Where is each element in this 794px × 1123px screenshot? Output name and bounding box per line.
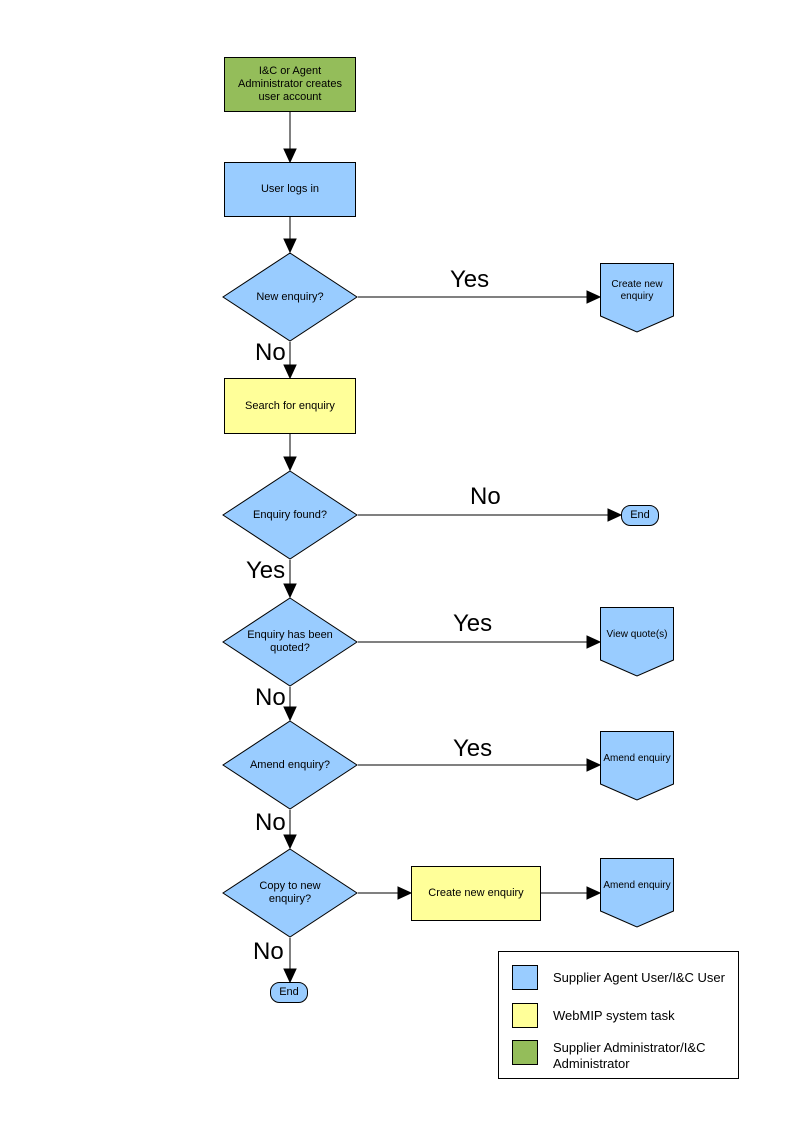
node-user-logs-in: User logs in [224,162,356,217]
edge-label-yes: Yes [453,735,493,762]
legend-label: Supplier Agent User/I&C User [553,969,725,985]
node-label: End [630,509,650,521]
node-label: End [279,986,299,998]
edge-label-no: No [470,483,501,510]
node-label: Create new enquiry [611,278,663,302]
arrowhead [283,968,297,984]
arrowhead [397,886,413,900]
node-label: Amend enquiry [603,752,671,764]
node-label: Amend enquiry [603,879,671,891]
diamond-shape [222,848,358,938]
legend-swatch-green [512,1040,538,1065]
arrowhead [586,758,602,772]
node-label: Search for enquiry [245,399,335,412]
arrowhead [586,886,602,900]
node-amend-enquiry-1: Amend enquiry [600,731,674,801]
pentagon-shape [600,607,674,677]
process-shape [224,162,356,217]
arrowhead [283,834,297,850]
arrowhead [283,456,297,472]
edge-label-no: No [253,938,284,965]
node-label: Copy to new enquiry? [259,880,321,905]
edge-label-yes: Yes [453,610,493,637]
node-label: View quote(s) [606,628,668,640]
arrowhead [283,148,297,164]
terminator-shape [270,982,308,1003]
pentagon-shape [600,731,674,801]
node-amend-enquiry-2: Amend enquiry [600,858,674,928]
node-admin-creates-account: I&C or Agent Administrator creates user … [224,57,356,112]
edge-label-no: No [255,684,286,711]
edge-label-no: No [255,809,286,836]
process-shape [224,57,356,112]
node-label: I&C or Agent Administrator creates user … [238,65,342,103]
diamond-shape [222,252,358,342]
legend-item-system: WebMIP system task [512,1003,730,1028]
edge-label-yes: Yes [246,557,286,584]
node-label: User logs in [260,183,320,195]
legend-label: WebMIP system task [553,1007,675,1023]
node-label: Create new enquiry [428,887,524,899]
node-create-new-enquiry-mid: Create new enquiry [411,866,541,921]
legend-swatch-blue [512,965,538,990]
legend-item-admin: Supplier Administrator/I&C Administrator [512,1040,730,1072]
edge-label-yes: Yes [450,266,490,293]
legend-swatch-yellow [512,1003,538,1028]
pentagon-shape [600,858,674,928]
legend-label: Supplier Administrator/I&C Administrator [553,1040,706,1071]
legend-item-user: Supplier Agent User/I&C User [512,965,730,990]
terminator-shape [621,505,659,526]
node-view-quotes: View quote(s) [600,607,674,677]
node-label: Amend enquiry? [249,758,331,771]
arrowhead [607,508,623,522]
diamond-shape [222,597,358,687]
node-label: New enquiry? [256,290,324,303]
process-shape [411,866,541,921]
node-end-right: End [621,505,659,526]
node-create-new-enquiry-top: Create new enquiry [600,263,674,333]
arrowhead [283,706,297,722]
node-label: Enquiry has been quoted? [247,629,333,654]
node-search-for-enquiry: Search for enquiry [224,378,356,434]
decision-new-enquiry: New enquiry? [222,252,358,342]
arrowhead [586,635,602,649]
decision-copy-to-new-enquiry: Copy to new enquiry? [222,848,358,938]
process-shape [224,378,356,434]
arrowhead [283,583,297,599]
edge-label-no: No [255,339,286,366]
diamond-shape [222,470,358,560]
decision-amend-enquiry: Amend enquiry? [222,720,358,810]
arrowhead [586,290,602,304]
arrowhead [283,238,297,254]
diamond-shape [222,720,358,810]
pentagon-shape [600,263,674,333]
node-end-bottom: End [270,982,308,1003]
node-label: Enquiry found? [253,508,327,521]
arrowhead [283,364,297,380]
legend: Supplier Agent User/I&C User WebMIP syst… [498,951,739,1079]
decision-enquiry-quoted: Enquiry has been quoted? [222,597,358,687]
decision-enquiry-found: Enquiry found? [222,470,358,560]
